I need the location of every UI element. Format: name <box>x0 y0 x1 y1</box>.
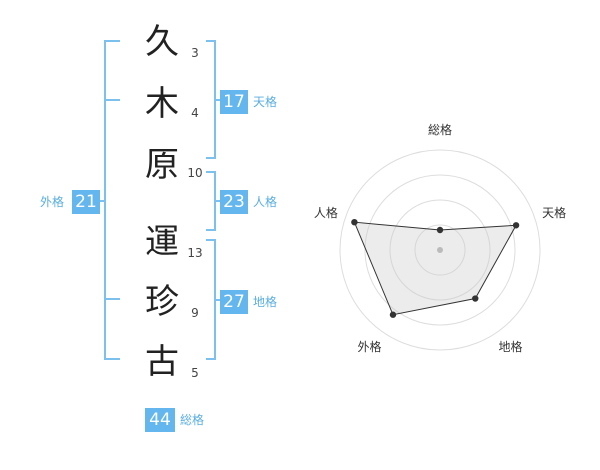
radar-point-5 <box>351 218 358 226</box>
radar-ring <box>364 174 516 326</box>
gaikaku-bracket-tick-1 <box>106 99 120 101</box>
radar-point-2 <box>512 222 520 229</box>
gaikaku-label: 外格 <box>40 195 65 209</box>
radar-center-point <box>437 247 443 253</box>
gaikaku-bracket-tick-2 <box>106 298 120 300</box>
stroke-count-5: 9 <box>191 306 199 320</box>
char-6: 古 <box>145 342 179 382</box>
stroke-count-1: 3 <box>191 46 199 60</box>
jinkaku-bracket-tick <box>215 200 220 202</box>
gaikaku-bracket-connector <box>99 200 105 202</box>
radar-point-1 <box>436 226 444 234</box>
radar-ring <box>414 224 466 276</box>
soukaku-label: 総格 <box>180 413 205 427</box>
gaikaku-bracket <box>104 40 120 360</box>
gaikaku-badge: 21 <box>72 190 100 214</box>
jinkaku-badge: 23 <box>220 190 248 214</box>
chikaku-label: 地格 <box>253 295 278 309</box>
char-4: 運 <box>145 222 179 262</box>
radar-point-4 <box>389 311 397 318</box>
char-3: 原 <box>145 145 179 185</box>
tenkaku-label: 天格 <box>253 95 278 109</box>
soukaku-badge: 44 <box>145 408 175 432</box>
tenkaku-badge: 17 <box>220 90 248 114</box>
radar-ring <box>389 199 491 301</box>
stroke-count-6: 5 <box>191 366 199 380</box>
char-1: 久 <box>145 22 179 62</box>
radar-axis-label: 外格 <box>357 339 381 354</box>
radar-axis-label: 地格 <box>499 339 523 354</box>
radar-point-3 <box>472 295 479 302</box>
stroke-count-4: 13 <box>187 246 203 260</box>
chikaku-badge: 27 <box>220 290 248 314</box>
radar-data-polygon <box>353 221 517 316</box>
tenkaku-bracket-tick <box>215 99 220 101</box>
stroke-count-2: 4 <box>191 106 199 120</box>
radar-axis-label: 天格 <box>542 205 566 220</box>
radar-axis-label: 人格 <box>314 205 338 220</box>
char-5: 珍 <box>145 282 179 322</box>
char-2: 木 <box>145 84 179 124</box>
chikaku-bracket-tick <box>215 299 220 301</box>
jinkaku-label: 人格 <box>253 195 278 209</box>
radar-axis-label: 総格 <box>428 122 452 137</box>
stroke-count-3: 10 <box>187 166 203 180</box>
